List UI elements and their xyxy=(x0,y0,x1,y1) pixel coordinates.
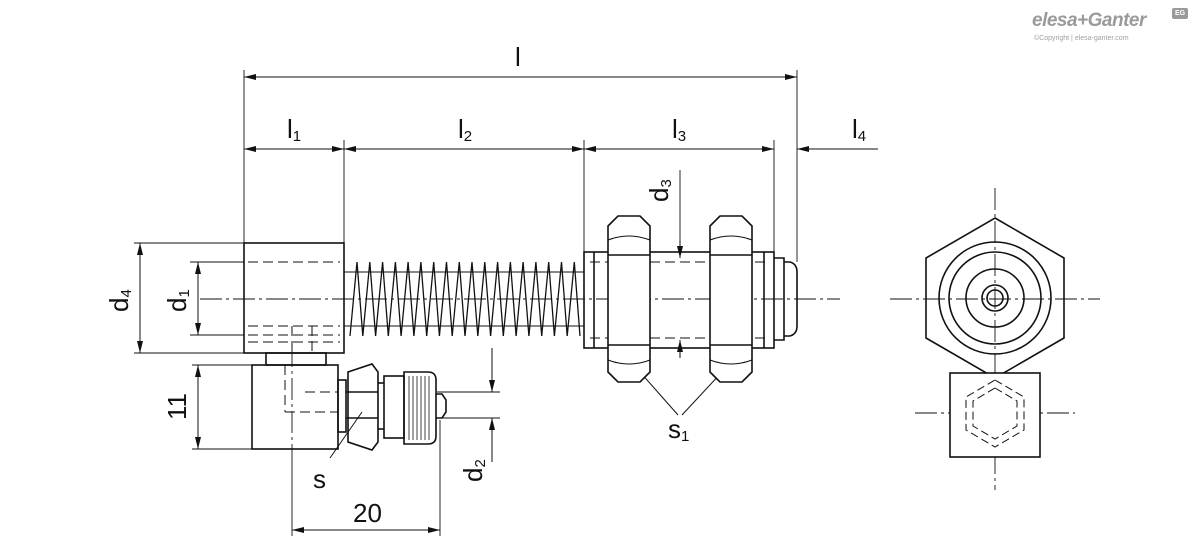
dimension-lines xyxy=(137,74,878,533)
nut-left xyxy=(607,215,651,383)
lower-block xyxy=(251,364,339,450)
body-neck xyxy=(265,352,327,366)
label-l: l xyxy=(515,42,521,72)
side-fitting xyxy=(337,363,447,451)
dimension-labels: l l1 l2 l3 l4 d4 d1 d3 d2 11 20 s s1 xyxy=(104,42,866,528)
label-11: 11 xyxy=(162,393,192,420)
label-20: 20 xyxy=(353,498,382,528)
body-block xyxy=(243,242,345,354)
brand-logo: elesa+Ganter ©Copyright | elesa-ganter.c… xyxy=(1032,8,1192,48)
label-l3: l3 xyxy=(672,114,686,145)
logo-copyright: ©Copyright | elesa-ganter.com xyxy=(1034,35,1129,42)
plunger-tip xyxy=(774,257,798,341)
label-d2: d2 xyxy=(458,459,489,482)
extension-lines xyxy=(134,70,798,536)
leader-lines xyxy=(329,371,723,459)
label-s: s xyxy=(313,464,326,494)
spring xyxy=(344,261,584,337)
label-l2: l2 xyxy=(458,114,472,145)
label-d4: d4 xyxy=(104,289,135,312)
label-d3: d3 xyxy=(644,179,675,202)
logo-badge-icon: EG xyxy=(1172,8,1188,19)
label-s1: s1 xyxy=(668,414,689,445)
nut-right xyxy=(709,215,753,383)
label-l1: l1 xyxy=(287,114,301,145)
label-d1: d1 xyxy=(162,289,193,312)
logo-wordmark: elesa+Ganter xyxy=(1032,10,1146,31)
end-view xyxy=(925,217,1065,458)
label-l4: l4 xyxy=(852,114,866,145)
